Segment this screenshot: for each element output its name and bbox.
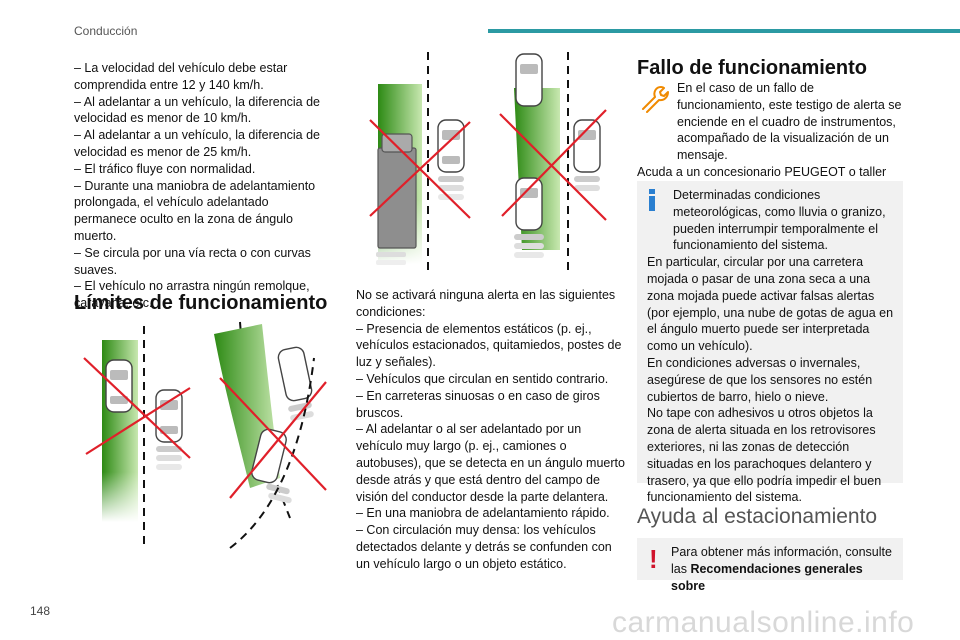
list-item: – Presencia de elementos estáticos (p. e… bbox=[356, 321, 622, 370]
list-item: – Vehículos que circulan en sentido cont… bbox=[356, 371, 609, 386]
no-alert-conditions: No se activará ninguna alerta en las sig… bbox=[356, 287, 628, 573]
info-box: Determinadas condiciones meteorológicas,… bbox=[637, 181, 903, 504]
list-item: – Al adelantar a un vehículo, la diferen… bbox=[74, 94, 321, 126]
info-paragraph: En particular, circular por una carreter… bbox=[647, 255, 894, 354]
exclamation-icon: ! bbox=[649, 544, 658, 574]
illustration-curved-road bbox=[214, 321, 327, 549]
list-item: – En carreteras sinuosas o en caso de gi… bbox=[356, 388, 600, 420]
list-item: – Al adelantar o al ser adelantado por u… bbox=[356, 422, 625, 504]
illustration-long-vehicle bbox=[369, 52, 471, 276]
list-item: – Con circulación muy densa: los vehícul… bbox=[356, 523, 612, 571]
header-accent-bar bbox=[488, 29, 960, 33]
malfunction-text-1: En el caso de un fallo de funcionamiento… bbox=[677, 81, 902, 163]
page-number: 148 bbox=[30, 604, 51, 618]
info-paragraph: No tape con adhesivos u otros objetos la… bbox=[647, 406, 882, 505]
list-item: No se activará ninguna alerta en las sig… bbox=[356, 288, 616, 319]
warning-box: ! Para obtener más información, consulte… bbox=[637, 538, 903, 593]
list-item: – Se circula por una vía recta o con cur… bbox=[74, 245, 311, 277]
illustration-straight-road bbox=[83, 326, 191, 550]
list-item: – El tráfico fluye con normalidad. bbox=[74, 161, 256, 176]
info-paragraph: Determinadas condiciones meteorológicas,… bbox=[673, 188, 886, 253]
warning-text: Para obtener más información, consulte l… bbox=[647, 544, 895, 594]
wrench-icon bbox=[642, 86, 669, 113]
warning-text-plain: Para obtener más información, consulte l… bbox=[671, 545, 892, 576]
list-item: – Al adelantar a un vehículo, la diferen… bbox=[74, 128, 321, 159]
malfunction-heading: Fallo de funcionamiento bbox=[637, 57, 868, 79]
parking-heading: Ayuda al estacionamiento bbox=[637, 505, 878, 528]
list-item: – En una maniobra de adelantamiento rápi… bbox=[356, 506, 610, 521]
header-section-title: Conducción bbox=[74, 24, 138, 38]
list-item: – La velocidad del vehículo debe estar c… bbox=[74, 61, 288, 92]
limits-heading: Límites de funcionamiento bbox=[74, 292, 328, 314]
malfunction-text: En el caso de un fallo de funcionamiento… bbox=[637, 80, 903, 198]
list-item: – El vehículo no arrastra ningún remolqu… bbox=[74, 279, 310, 311]
watermark: carmanualsonline.info bbox=[612, 606, 915, 639]
info-icon bbox=[649, 189, 655, 211]
list-item: – Durante una maniobra de adelantamiento… bbox=[74, 178, 316, 243]
illustration-dense-traffic bbox=[499, 52, 607, 276]
conditions-list: – La velocidad del vehículo debe estar c… bbox=[74, 60, 332, 312]
warning-text-link[interactable]: Recomendaciones generales sobre bbox=[671, 561, 863, 593]
info-paragraph: En condiciones adversas o invernales, as… bbox=[647, 355, 873, 404]
